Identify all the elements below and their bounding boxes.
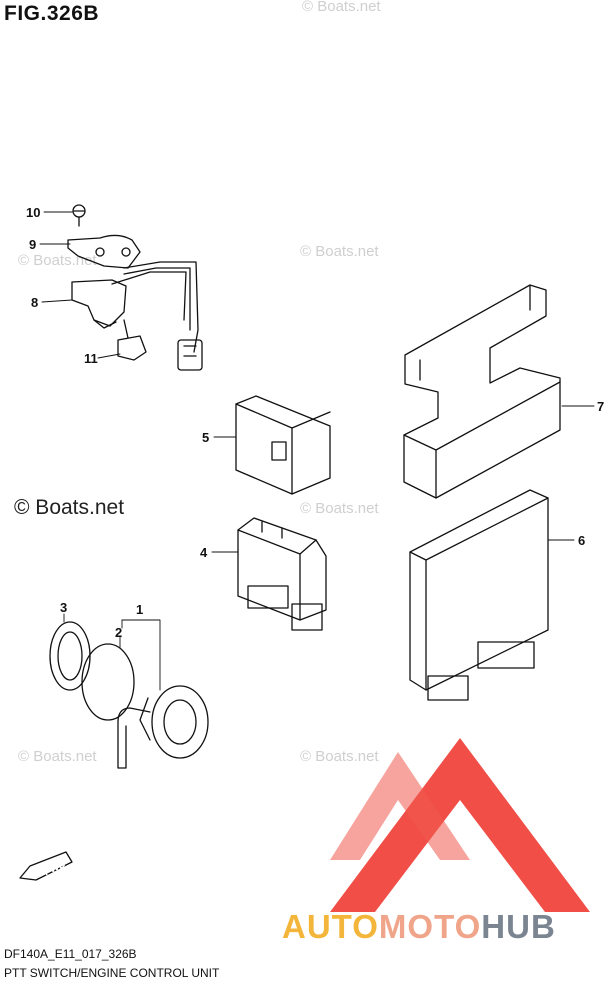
- callout-8: 8: [31, 295, 39, 310]
- watermark: © Boats.net: [300, 748, 379, 765]
- relay-part-4: [237, 517, 327, 631]
- callout-6: 6: [578, 533, 586, 548]
- watermark: © Boats.net: [18, 252, 97, 269]
- callout-5: 5: [202, 430, 210, 445]
- callout-1: 1: [136, 602, 144, 617]
- figure-code: DF140A_E11_017_326B: [4, 947, 137, 961]
- switch-part-8: [71, 279, 127, 327]
- ecu-part-6: [409, 489, 549, 701]
- brand-part-hub: HUB: [481, 908, 556, 945]
- box-part-5: [235, 395, 331, 495]
- ptt-switch-part-1: [117, 685, 209, 769]
- watermark: © Boats.net: [300, 243, 379, 260]
- watermark: © Boats.net: [302, 0, 381, 15]
- callout-11: 11: [84, 351, 98, 366]
- leader-lines: [39, 211, 595, 691]
- callout-2: 2: [115, 625, 123, 640]
- o-ring-part-2: [81, 643, 135, 721]
- figure-description: PTT SWITCH/ENGINE CONTROL UNIT: [4, 966, 220, 980]
- callout-9: 9: [29, 237, 37, 252]
- callout-10: 10: [26, 205, 41, 220]
- figure-title: FIG.326B: [4, 2, 100, 25]
- bracket-part-9: [67, 234, 141, 269]
- screw-part-10: [72, 204, 86, 227]
- callout-4: 4: [200, 545, 208, 560]
- cover-part-7: [403, 284, 561, 499]
- fwd-arrow-icon: [19, 851, 73, 881]
- watermark-main: © Boats.net: [14, 496, 125, 519]
- ring-nut-part-3: [49, 621, 91, 691]
- brand-wordmark: AUTOMOTOHUB: [282, 908, 556, 946]
- callout-7: 7: [597, 399, 605, 414]
- clamp-part-11: [117, 335, 147, 361]
- watermark: © Boats.net: [300, 500, 379, 517]
- fwd-label: FWD: [42, 859, 67, 879]
- callout-3: 3: [60, 600, 68, 615]
- watermark: © Boats.net: [18, 748, 97, 765]
- brand-part-auto: AUTO: [282, 908, 379, 945]
- brand-logo-icon: [330, 738, 590, 912]
- brand-part-moto: MOTO: [378, 908, 482, 945]
